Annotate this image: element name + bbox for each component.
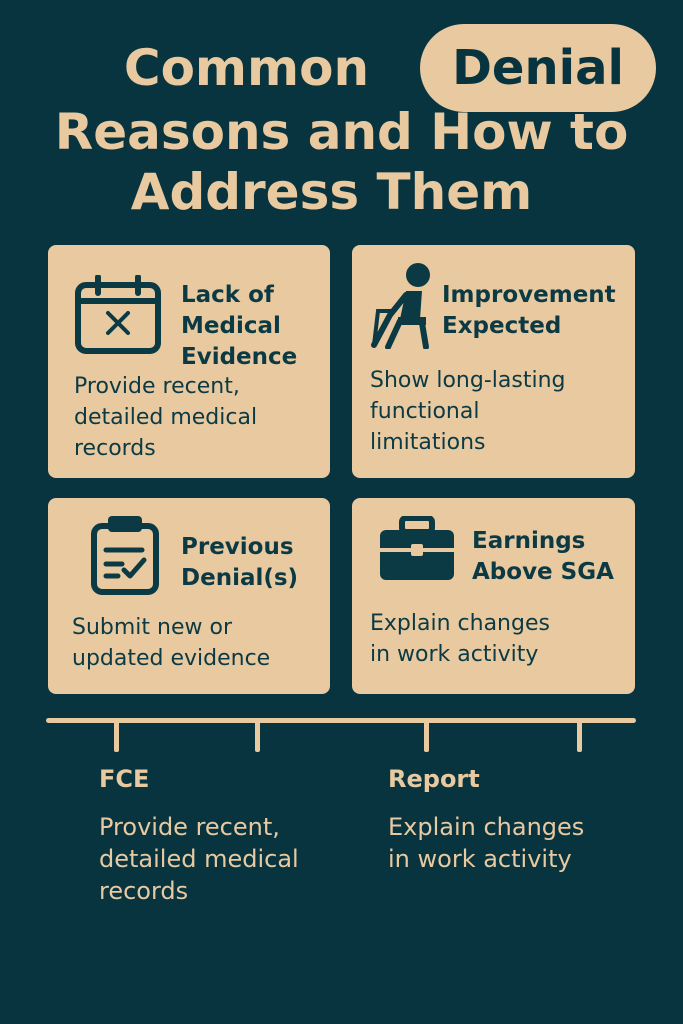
- timeline-tick: [255, 720, 260, 752]
- timeline-description: Explain changes in work activity: [388, 813, 585, 873]
- title-line-2: Reasons and How to: [54, 103, 629, 161]
- title-highlight: Denial: [452, 40, 624, 96]
- card-description: Provide recent, detailed medical records: [74, 374, 258, 461]
- title-block: Common Denial Reasons and How to Address…: [0, 0, 683, 240]
- card-heading: Previous Denial(s): [181, 534, 299, 591]
- highlight-pill: [420, 24, 656, 112]
- timeline-description: Provide recent, detailed medical records: [99, 813, 299, 905]
- card-heading: Lack of Medical Evidence: [181, 282, 298, 370]
- timeline-bar: [46, 718, 636, 723]
- timeline-heading-report: Report: [388, 765, 480, 793]
- card-previous-denials: Previous Denial(s) Submit new or updated…: [48, 498, 330, 694]
- calendar-x-icon: [74, 274, 162, 359]
- timeline-tick: [424, 720, 429, 752]
- card-heading: Earnings Above SGA: [472, 528, 614, 585]
- card-description: Explain changes in work activity: [370, 611, 550, 667]
- title-line-3: Address Them: [130, 163, 533, 221]
- card-description: Show long-lasting functional limitations: [370, 368, 566, 455]
- person-seated-icon: [370, 261, 434, 353]
- timeline-tick: [577, 720, 582, 752]
- card-earnings-above-sga: Earnings Above SGA Explain changes in wo…: [352, 498, 635, 694]
- card-description: Submit new or updated evidence: [72, 615, 271, 671]
- briefcase-icon: [378, 515, 456, 586]
- title-line-1: Common: [123, 39, 370, 97]
- card-improvement-expected: Improvement Expected Show long-lasting f…: [352, 245, 635, 478]
- card-heading: Improvement Expected: [442, 282, 616, 339]
- clipboard-check-icon: [90, 514, 160, 600]
- card-lack-of-medical-evidence: Lack of Medical Evidence Provide recent,…: [48, 245, 330, 478]
- timeline-heading-fce: FCE: [99, 765, 150, 793]
- timeline-tick: [114, 720, 119, 752]
